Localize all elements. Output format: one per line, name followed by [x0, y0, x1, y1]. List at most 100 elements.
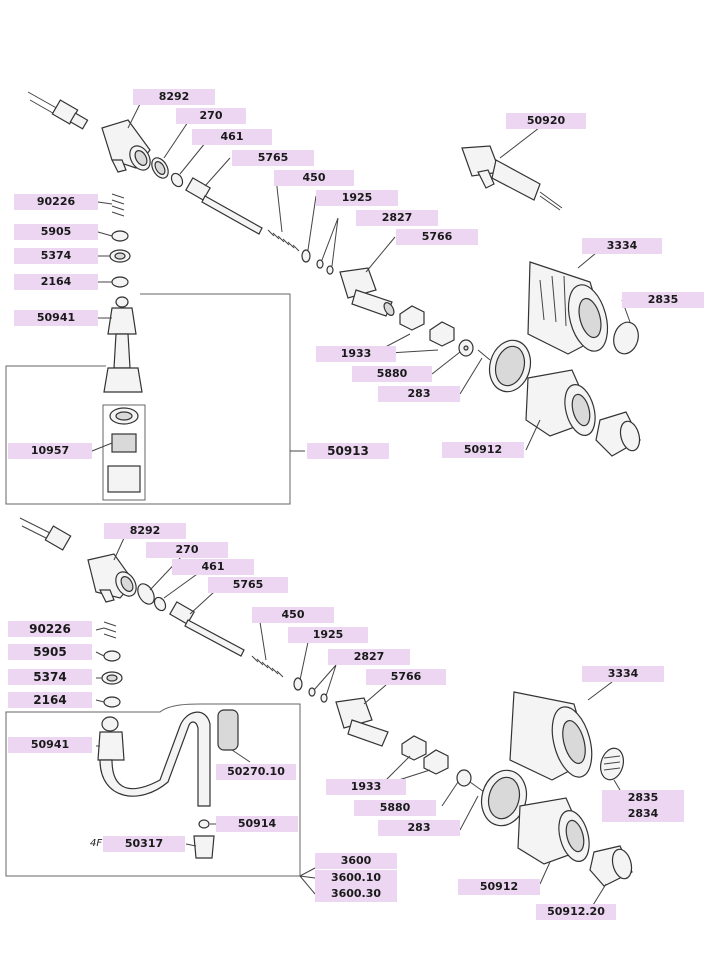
label-90226-bottom: 90226 [8, 621, 92, 637]
rod-5765 [185, 177, 263, 235]
label-5905-bottom: 5905 [8, 644, 92, 660]
label-10957: 10957 [8, 443, 92, 459]
washer-5880-bottom [456, 769, 472, 787]
sleeve-3334-top [527, 261, 609, 355]
label-450-bottom: 450 [252, 607, 334, 623]
group-box-3600 [5, 703, 301, 877]
oring-50914 [198, 819, 210, 829]
lance-50941-top [103, 296, 143, 393]
cap-2835-bottom [599, 747, 625, 781]
label-5766-bottom: 5766 [366, 669, 446, 685]
pin-283-bottom [469, 781, 485, 793]
label-50941-bottom: 50941 [8, 737, 92, 753]
label-5880-bottom: 5880 [354, 800, 436, 816]
label-461-bottom: 461 [172, 559, 254, 575]
spring-90226-top [111, 193, 125, 217]
washer-5880-hole [463, 345, 469, 351]
label-50920: 50920 [506, 113, 586, 129]
label-1925-bottom: 1925 [288, 627, 368, 643]
ring-1925-bottom [293, 677, 303, 691]
label-283-top: 283 [378, 386, 460, 402]
valve-body-8292-bottom [87, 553, 137, 603]
label-2164-top: 2164 [14, 274, 98, 290]
label-270-top: 270 [176, 108, 246, 124]
oring-461-bottom [153, 596, 167, 612]
oring-2164-bottom [103, 696, 121, 708]
oring-2164-top [111, 276, 129, 288]
label-5880-top: 5880 [352, 366, 432, 382]
label-50912-top: 50912 [442, 442, 524, 458]
oring-461 [170, 172, 184, 188]
label-2827-bottom: 2827 [328, 649, 410, 665]
label-3334-bottom: 3334 [582, 666, 664, 682]
label-270-bottom: 270 [146, 542, 228, 558]
pin-283 [477, 349, 491, 361]
note-4f: 4F [90, 838, 103, 849]
ring-10957-a-hole [115, 411, 133, 421]
label-5765-top: 5765 [232, 150, 314, 166]
nut-1933-bottom-a [401, 735, 427, 761]
label-3334-top: 3334 [582, 238, 662, 254]
nozzle-5766-bottom [335, 697, 389, 747]
nut-1933-b [429, 321, 455, 347]
body-50912-top [525, 369, 596, 437]
knob-top [595, 411, 641, 457]
oring-2827-bottom-a [308, 687, 316, 697]
label-2835-bottom: 2835 [602, 790, 684, 806]
oring-2827-bottom-b [320, 693, 328, 703]
label-50317: 50317 [103, 836, 185, 852]
label-3600-10: 3600.10 [315, 870, 397, 886]
valve-body-8292 [101, 119, 151, 173]
label-8292-top: 8292 [133, 89, 215, 105]
body-50912-bottom [517, 797, 590, 865]
label-90226-top: 90226 [14, 194, 98, 210]
cap-2835-top [613, 321, 639, 355]
spring-450-bottom [251, 655, 284, 678]
label-50914: 50914 [216, 816, 298, 832]
label-450-top: 450 [274, 170, 354, 186]
rod-5765-bottom [169, 601, 245, 657]
label-2835-top: 2835 [622, 292, 704, 308]
knob-50912-20 [589, 845, 633, 887]
label-283-bottom: 283 [378, 820, 460, 836]
label-50912-20: 50912.20 [536, 904, 616, 920]
ring-1925 [301, 249, 311, 263]
label-3600: 3600 [315, 853, 397, 869]
group-box-50913 [5, 293, 291, 505]
nut-1933-bottom-b [423, 749, 449, 775]
label-5374-top: 5374 [14, 248, 98, 264]
gun-50920 [461, 145, 563, 211]
leader-lines-top [91, 103, 631, 452]
label-50941-top: 50941 [14, 310, 98, 326]
nozzle-tip-50317 [193, 835, 215, 859]
label-1925-top: 1925 [316, 190, 398, 206]
oring-2827-b [326, 265, 334, 275]
bent-lance-50941 [97, 711, 211, 807]
label-5905-top: 5905 [14, 224, 98, 240]
label-3600-30: 3600.30 [315, 886, 397, 902]
spring-450 [267, 229, 300, 252]
cap-2835-grille [603, 755, 621, 771]
label-50912-bottom: 50912 [458, 879, 540, 895]
spring-90226-bottom [103, 621, 117, 639]
label-461-top: 461 [192, 129, 272, 145]
hose-top [27, 91, 89, 130]
label-1933-top: 1933 [316, 346, 396, 362]
ring-large-top-inner [494, 345, 526, 387]
seat-5905-bottom [103, 650, 121, 662]
label-50270-10: 50270.10 [216, 764, 296, 780]
seat-5905-top [111, 230, 129, 242]
hose-bottom [19, 517, 72, 551]
label-5374-bottom: 5374 [8, 669, 92, 685]
label-1933-bottom: 1933 [326, 779, 406, 795]
washer-5374-bottom-hole [106, 674, 118, 682]
filter-10957 [111, 433, 137, 453]
oring-2827-a [316, 259, 324, 269]
label-2834: 2834 [602, 806, 684, 822]
nozzle-5766 [339, 267, 395, 317]
group-box-10957 [102, 404, 146, 501]
sleeve-10957 [107, 465, 141, 493]
washer-5374-top-hole [114, 252, 126, 260]
